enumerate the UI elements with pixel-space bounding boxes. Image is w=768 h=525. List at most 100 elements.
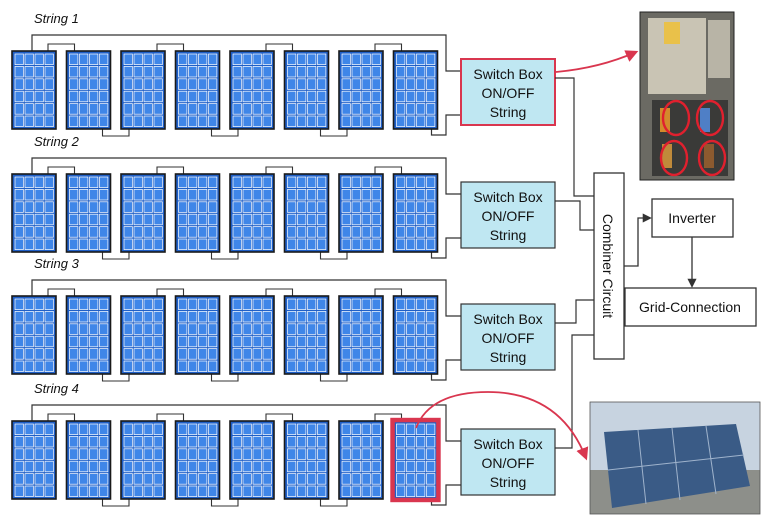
string-negative-wire xyxy=(430,359,461,381)
solar-panel xyxy=(283,295,330,375)
switch-box-line: String xyxy=(490,104,527,120)
solar-panel xyxy=(338,420,384,500)
solar-panel xyxy=(390,417,441,503)
panel-link-wire xyxy=(156,43,185,51)
solar-panel xyxy=(283,173,330,253)
panel-link-wire xyxy=(319,129,348,137)
panel-link-wire xyxy=(319,252,348,260)
panel-link-wire xyxy=(47,288,76,296)
grid-connection-block: Grid-Connection xyxy=(624,287,757,327)
solar-panel xyxy=(229,295,275,375)
panel-link-wire xyxy=(374,43,403,51)
panel-link-wire xyxy=(210,129,239,137)
solar-panel xyxy=(65,50,112,130)
panel-link-wire xyxy=(319,374,348,382)
solar-panel xyxy=(338,50,384,130)
panel-link-wire xyxy=(374,166,403,174)
solar-panel xyxy=(120,173,166,253)
switch-cabinet-photo xyxy=(639,11,735,181)
panel-link-wire xyxy=(265,413,294,421)
solar-panel xyxy=(229,50,275,130)
switch-box-line: Switch Box xyxy=(473,311,542,327)
panel-link-wire xyxy=(101,374,130,382)
switch-to-combiner-wire xyxy=(555,200,594,231)
panel-link-wire xyxy=(319,499,348,507)
switch-box-line: Switch Box xyxy=(473,189,542,205)
switch-box-line: String xyxy=(490,474,527,490)
panel-link-wire xyxy=(210,252,239,260)
solar-panel xyxy=(392,295,439,375)
panel-link-wire xyxy=(265,43,294,51)
combiner-to-inverter-wire xyxy=(624,213,652,267)
solar-panel xyxy=(283,420,330,500)
solar-panel xyxy=(120,50,166,130)
panel-link-wire xyxy=(156,413,185,421)
grid-connection-label: Grid-Connection xyxy=(639,299,741,315)
panel-link-wire xyxy=(265,288,294,296)
solar-panel xyxy=(120,295,166,375)
string-negative-wire xyxy=(430,237,461,259)
switch-box-line: ON/OFF xyxy=(482,85,535,101)
inverter-block: Inverter xyxy=(651,198,734,238)
solar-panel xyxy=(174,173,221,253)
solar-panel xyxy=(11,50,57,130)
panel-link-wire xyxy=(101,129,130,137)
switch-to-combiner-wire xyxy=(555,334,594,449)
panel-link-wire xyxy=(374,413,403,421)
panel-link-wire xyxy=(374,288,403,296)
solar-panel xyxy=(174,295,221,375)
panel-link-wire xyxy=(156,288,185,296)
solar-panel xyxy=(392,173,439,253)
solar-panel xyxy=(392,50,439,130)
solar-panel xyxy=(338,295,384,375)
switch-box-line: ON/OFF xyxy=(482,455,535,471)
solar-panel xyxy=(11,295,57,375)
panel-link-wire xyxy=(156,166,185,174)
inverter-label: Inverter xyxy=(668,210,716,226)
solar-panel xyxy=(65,420,112,500)
solar-panel xyxy=(229,173,275,253)
solar-panel xyxy=(338,173,384,253)
string-label: String 2 xyxy=(34,134,80,149)
solar-panel xyxy=(11,420,57,500)
panel-link-wire xyxy=(47,43,76,51)
switch-box-line: Switch Box xyxy=(473,436,542,452)
switch-to-combiner-wire xyxy=(555,299,594,324)
string-negative-wire xyxy=(430,484,461,506)
solar-panel xyxy=(283,50,330,130)
switch-box-line: ON/OFF xyxy=(482,330,535,346)
solar-panel xyxy=(120,420,166,500)
string-label: String 4 xyxy=(34,381,79,396)
combiner-circuit: Combiner Circuit xyxy=(593,172,625,360)
panel-link-wire xyxy=(101,499,130,507)
solar-panel xyxy=(65,295,112,375)
panel-link-wire xyxy=(265,166,294,174)
panel-to-array-arrow xyxy=(415,391,589,461)
solar-panel xyxy=(229,420,275,500)
string-positive-wire xyxy=(31,279,461,317)
panel-link-wire xyxy=(210,374,239,382)
string-label: String 1 xyxy=(34,11,79,26)
panel-link-wire xyxy=(47,166,76,174)
string-negative-wire xyxy=(430,114,461,136)
panel-link-wire xyxy=(47,413,76,421)
string-positive-wire xyxy=(31,404,461,442)
switch-box-line: Switch Box xyxy=(473,66,542,82)
string-label: String 3 xyxy=(34,256,80,271)
switch-to-cabinet-arrow xyxy=(555,50,639,73)
solar-panel xyxy=(11,173,57,253)
string-positive-wire xyxy=(31,34,461,72)
pv-array-photo xyxy=(589,401,761,515)
switch-box-line: String xyxy=(490,349,527,365)
panel-link-wire xyxy=(210,499,239,507)
solar-panel xyxy=(174,50,221,130)
